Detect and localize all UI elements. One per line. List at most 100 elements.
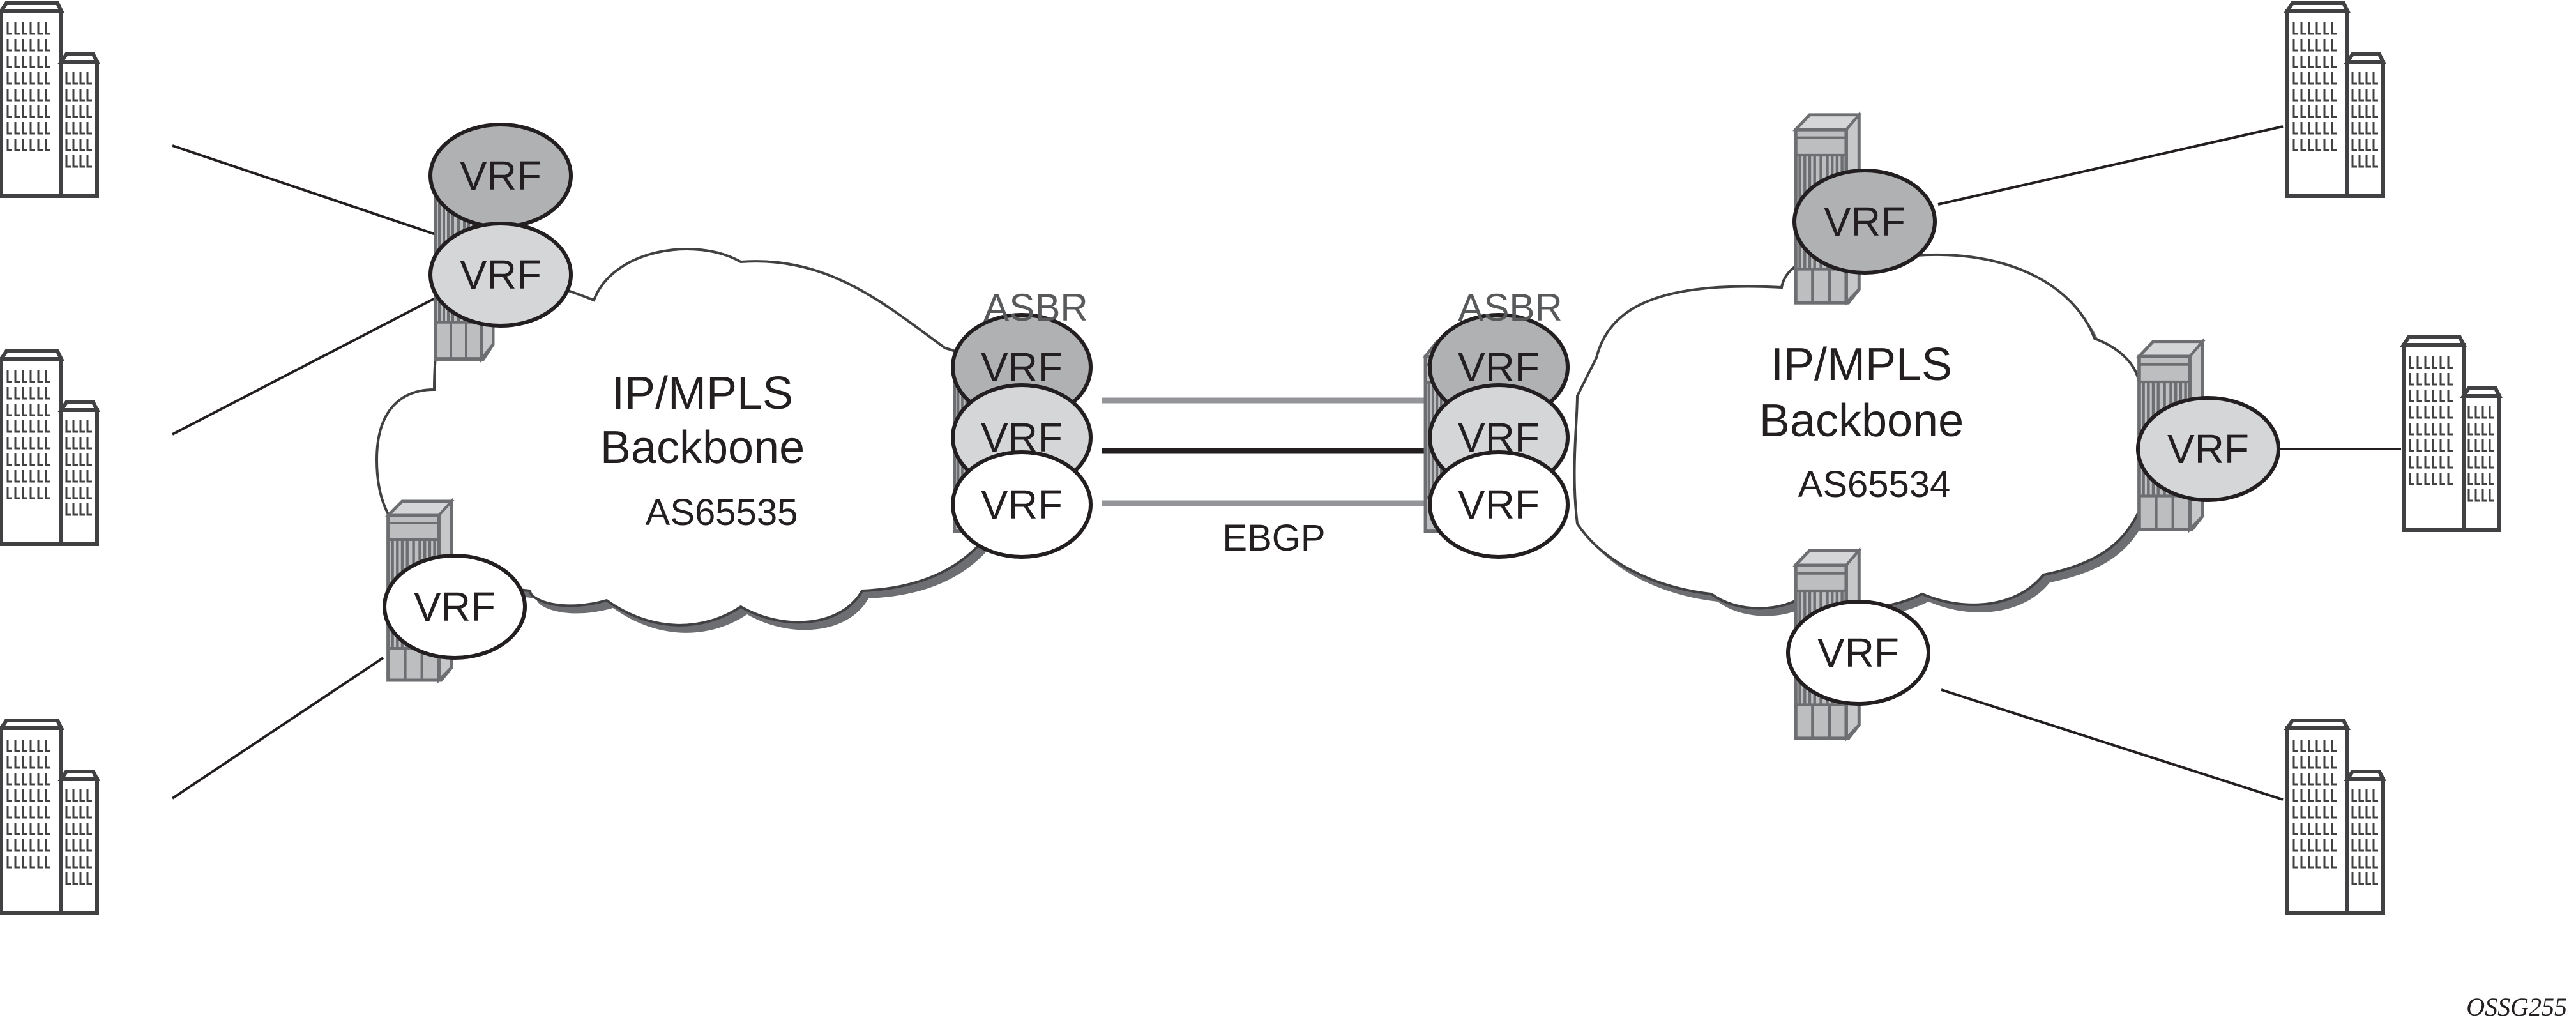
window-mark bbox=[86, 89, 92, 102]
window-mark bbox=[2323, 756, 2329, 769]
window-mark bbox=[2447, 456, 2453, 469]
vrf-asbr-right-c[interactable]: VRF bbox=[1428, 450, 1570, 559]
window-mark bbox=[14, 823, 20, 835]
vrf-asbr-left-c[interactable]: VRF bbox=[951, 450, 1093, 559]
window-mark bbox=[65, 155, 71, 168]
window-mark bbox=[2351, 789, 2357, 802]
window-mark bbox=[2323, 856, 2329, 869]
window-mark bbox=[2467, 456, 2473, 469]
window-mark bbox=[65, 470, 71, 483]
window-mark bbox=[86, 453, 92, 466]
window-mark bbox=[2308, 823, 2314, 835]
vrf-pe1-b[interactable]: VRF bbox=[428, 222, 573, 328]
window-mark bbox=[22, 839, 27, 852]
window-mark bbox=[2365, 823, 2371, 835]
window-mark bbox=[2323, 823, 2329, 835]
window-mark bbox=[2323, 773, 2329, 786]
window-mark bbox=[2292, 806, 2298, 819]
window-mark bbox=[2315, 105, 2321, 118]
window-mark bbox=[2474, 489, 2480, 502]
figure-id: OSSG255 bbox=[2466, 993, 2567, 1021]
window-mark bbox=[6, 453, 12, 466]
window-mark bbox=[45, 470, 50, 483]
window-mark bbox=[45, 105, 50, 118]
window-mark bbox=[2358, 155, 2364, 168]
window-mark bbox=[2409, 373, 2414, 386]
window-mark bbox=[2315, 806, 2321, 819]
window-mark bbox=[2315, 756, 2321, 769]
window-mark bbox=[2323, 839, 2329, 852]
window-mark bbox=[2308, 856, 2314, 869]
vrf-pe5[interactable]: VRF bbox=[1786, 600, 1930, 706]
window-mark bbox=[29, 72, 35, 85]
window-mark bbox=[72, 453, 78, 466]
window-mark bbox=[2331, 789, 2337, 802]
window-mark bbox=[2372, 105, 2378, 118]
window-mark bbox=[37, 39, 43, 52]
window-mark bbox=[2300, 22, 2306, 35]
vrf-pe3[interactable]: VRF bbox=[1792, 169, 1937, 275]
window-mark bbox=[22, 56, 27, 68]
window-mark bbox=[2424, 456, 2430, 469]
window-mark bbox=[86, 487, 92, 499]
window-mark bbox=[2308, 773, 2314, 786]
window-mark bbox=[14, 105, 20, 118]
window-mark bbox=[2351, 823, 2357, 835]
left-cloud-as-number: AS65535 bbox=[646, 492, 798, 533]
window-mark bbox=[79, 823, 85, 835]
window-mark bbox=[79, 806, 85, 819]
window-mark bbox=[79, 155, 85, 168]
window-mark bbox=[65, 72, 71, 85]
window-mark bbox=[14, 420, 20, 433]
window-mark bbox=[22, 39, 27, 52]
window-mark bbox=[37, 105, 43, 118]
vrf-pe4[interactable]: VRF bbox=[2136, 396, 2280, 502]
window-mark bbox=[2409, 456, 2414, 469]
window-mark bbox=[79, 470, 85, 483]
window-mark bbox=[2331, 839, 2337, 852]
window-mark bbox=[72, 839, 78, 852]
link-site3-pe2 bbox=[171, 657, 384, 800]
window-mark bbox=[65, 105, 71, 118]
window-mark bbox=[2424, 423, 2430, 436]
window-mark bbox=[2372, 155, 2378, 168]
window-mark bbox=[6, 404, 12, 416]
window-mark bbox=[86, 155, 92, 168]
window-mark bbox=[37, 437, 43, 450]
window-mark bbox=[2409, 423, 2414, 436]
window-mark bbox=[2331, 105, 2337, 118]
window-mark bbox=[22, 420, 27, 433]
window-mark bbox=[2424, 390, 2430, 402]
window-mark bbox=[2292, 756, 2298, 769]
window-mark bbox=[2409, 473, 2414, 485]
window-mark bbox=[2315, 56, 2321, 68]
window-mark bbox=[6, 72, 12, 85]
window-mark bbox=[29, 105, 35, 118]
window-mark bbox=[65, 453, 71, 466]
window-mark bbox=[2474, 456, 2480, 469]
window-mark bbox=[2315, 839, 2321, 852]
window-mark bbox=[2432, 439, 2437, 452]
window-mark bbox=[2358, 839, 2364, 852]
window-mark bbox=[72, 806, 78, 819]
window-mark bbox=[2292, 740, 2298, 752]
window-mark bbox=[65, 437, 71, 450]
window-mark bbox=[2292, 22, 2298, 35]
window-mark bbox=[2447, 439, 2453, 452]
window-mark bbox=[14, 56, 20, 68]
window-mark bbox=[2416, 390, 2422, 402]
window-mark bbox=[6, 139, 12, 151]
window-mark bbox=[2323, 56, 2329, 68]
window-mark bbox=[2489, 456, 2494, 469]
window-mark bbox=[2300, 56, 2306, 68]
window-mark bbox=[2300, 789, 2306, 802]
window-mark bbox=[2474, 406, 2480, 419]
window-mark bbox=[45, 487, 50, 499]
vrf-pe1-a[interactable]: VRF bbox=[428, 123, 573, 229]
window-mark bbox=[2358, 823, 2364, 835]
window-mark bbox=[72, 122, 78, 135]
window-mark bbox=[2292, 773, 2298, 786]
window-mark bbox=[6, 470, 12, 483]
vrf-pe2[interactable]: VRF bbox=[383, 554, 527, 660]
